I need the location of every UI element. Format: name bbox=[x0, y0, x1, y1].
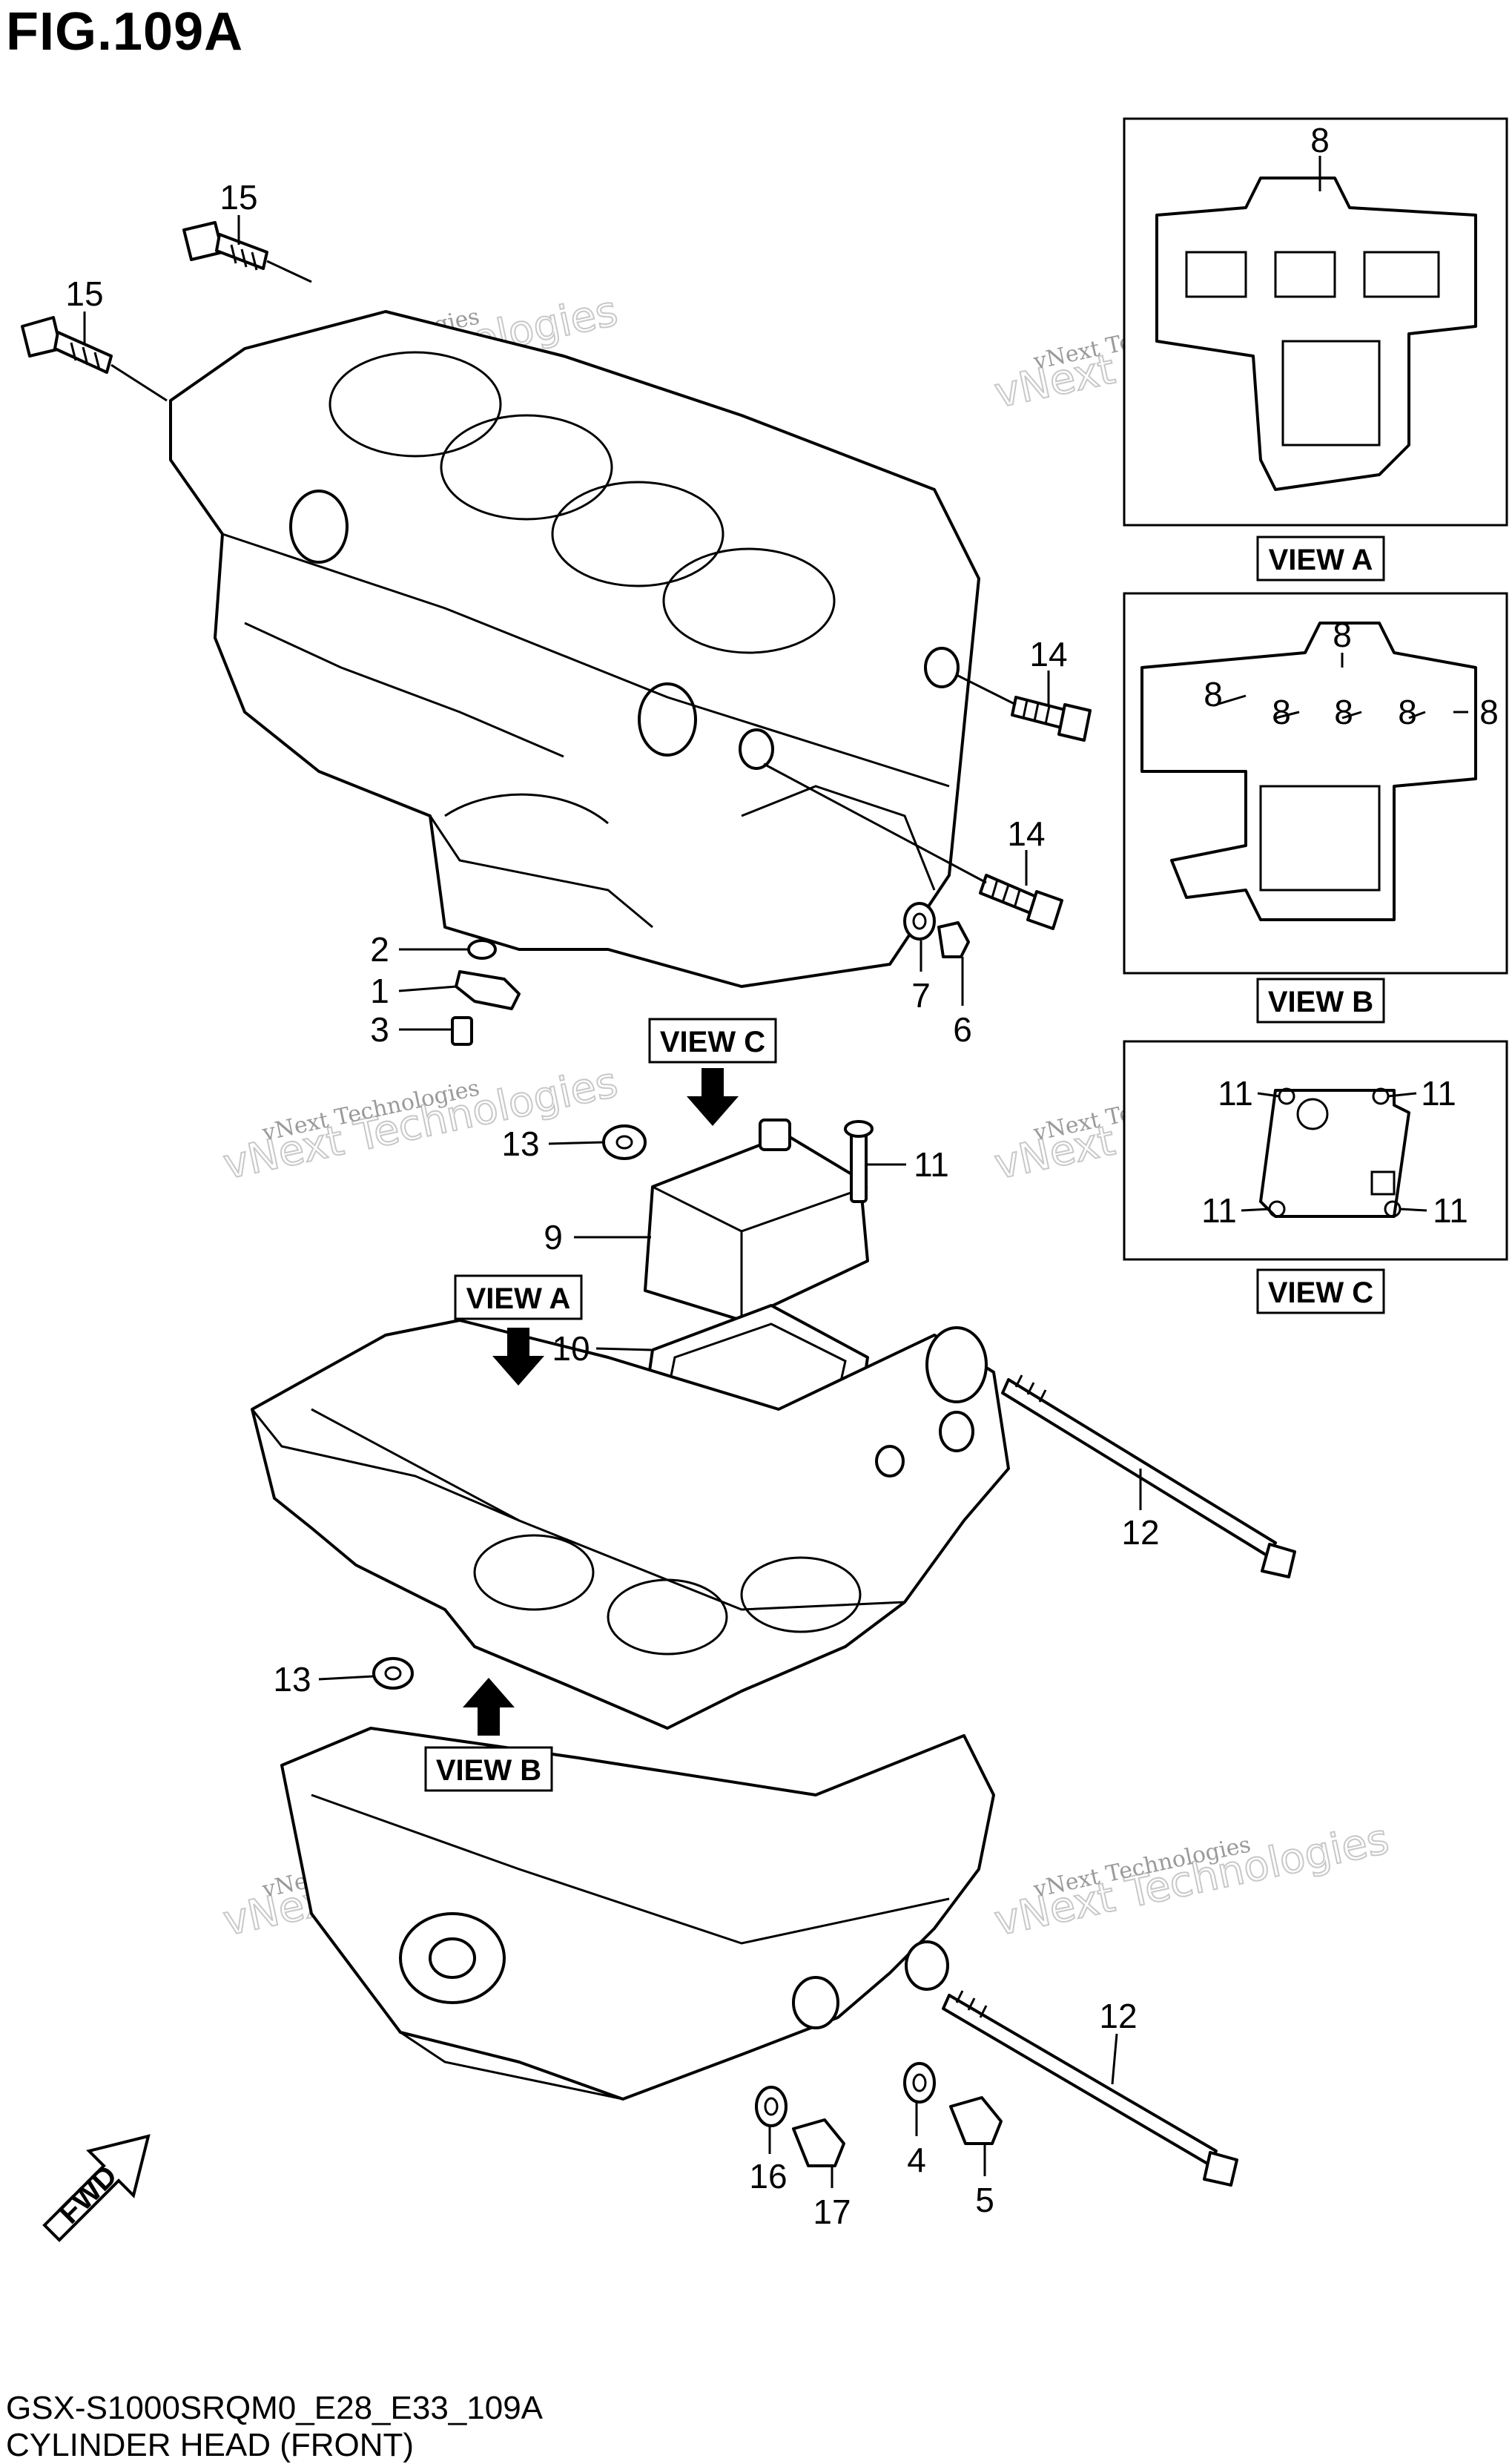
callout-8-view-b-4: 8 bbox=[1398, 693, 1417, 731]
part-6-plug bbox=[937, 921, 970, 958]
part-11-bolt bbox=[844, 1120, 874, 1203]
callout-group: 15 15 14 14 2 1 3 7 6 13 11 9 10 bbox=[65, 178, 1159, 2231]
inset-view-a: 8 VIEW A bbox=[1123, 117, 1508, 582]
callout-8-view-b-1: 8 bbox=[1204, 675, 1223, 714]
middle-crankcase-drawing bbox=[251, 1319, 1010, 1730]
upper-crankcase-drawing bbox=[169, 310, 980, 988]
callout-14-lower: 14 bbox=[1007, 814, 1045, 853]
callout-6: 6 bbox=[953, 1010, 972, 1049]
view-a-pointer: VIEW A bbox=[454, 1274, 583, 1386]
figure-caption: CYLINDER HEAD (FRONT) bbox=[6, 2427, 415, 2463]
view-c-pointer-label: VIEW C bbox=[660, 1026, 765, 1058]
callout-7: 7 bbox=[911, 976, 931, 1015]
part-12-long-bolt-lower bbox=[942, 1990, 1238, 2187]
callout-12-lower: 12 bbox=[1099, 1997, 1137, 2035]
view-a-pointer-label: VIEW A bbox=[466, 1282, 571, 1315]
part-2-cap bbox=[467, 939, 497, 960]
callout-8-view-b-5: 8 bbox=[1479, 693, 1499, 731]
part-5-plug bbox=[949, 2096, 1003, 2145]
callout-13-upper: 13 bbox=[501, 1124, 539, 1163]
part-13-nut-lower bbox=[372, 1657, 414, 1690]
callout-11: 11 bbox=[914, 1145, 949, 1184]
callout-9: 9 bbox=[544, 1218, 563, 1256]
callout-11-view-c-br: 11 bbox=[1433, 1191, 1468, 1230]
callout-16: 16 bbox=[749, 2157, 787, 2195]
view-c-label: VIEW C bbox=[1268, 1277, 1373, 1309]
callout-11-view-c-bl: 11 bbox=[1201, 1191, 1237, 1230]
figure-title: FIG.109A bbox=[6, 2, 244, 62]
view-b-pointer-label: VIEW B bbox=[436, 1754, 541, 1787]
bolt-15-lower bbox=[21, 316, 168, 402]
part-7-washer bbox=[903, 902, 936, 941]
callout-15-upper: 15 bbox=[219, 178, 257, 217]
part-13-nut-upper bbox=[602, 1124, 647, 1160]
callout-1: 1 bbox=[370, 972, 389, 1010]
callout-15-lower: 15 bbox=[65, 274, 103, 313]
part-12-long-bolt-upper bbox=[1001, 1374, 1296, 1578]
inset-view-c: 11 11 11 11 VIEW C bbox=[1123, 1040, 1508, 1314]
callout-12-upper: 12 bbox=[1121, 1513, 1159, 1552]
callout-17: 17 bbox=[813, 2193, 851, 2231]
callout-11-view-c-tr: 11 bbox=[1421, 1074, 1456, 1113]
part-4-washer bbox=[903, 2062, 936, 2104]
callout-3: 3 bbox=[370, 1010, 389, 1049]
bolt-14-lower bbox=[763, 762, 1063, 930]
inset-view-b: 8 8 8 8 8 8 VIEW B bbox=[1123, 592, 1508, 1024]
callout-2: 2 bbox=[370, 930, 389, 969]
callout-8-view-b-top: 8 bbox=[1333, 616, 1352, 654]
part-16-washer bbox=[755, 2086, 788, 2127]
bolt-14-upper bbox=[956, 673, 1092, 742]
callout-4: 4 bbox=[907, 2141, 926, 2179]
callout-11-view-c-tl: 11 bbox=[1218, 1074, 1253, 1113]
view-c-pointer: VIEW C bbox=[648, 1018, 777, 1126]
callout-8-view-b-3: 8 bbox=[1334, 693, 1353, 731]
part-1-clamp bbox=[455, 970, 521, 1010]
bolt-15-upper bbox=[182, 221, 312, 283]
part-9-cover bbox=[644, 1119, 869, 1322]
callout-13-lower: 13 bbox=[273, 1660, 311, 1699]
forward-direction-arrow: FWD bbox=[42, 2134, 151, 2242]
view-a-label: VIEW A bbox=[1269, 544, 1373, 576]
model-code: GSX-S1000SRQM0_E28_E33_109A bbox=[6, 2390, 544, 2426]
callout-5: 5 bbox=[975, 2181, 994, 2219]
callout-8-view-b-2: 8 bbox=[1272, 693, 1291, 731]
lower-crankcase-drawing bbox=[280, 1727, 995, 2101]
view-b-label: VIEW B bbox=[1268, 986, 1373, 1018]
part-3-screw bbox=[451, 1016, 473, 1046]
callout-8-view-a: 8 bbox=[1310, 121, 1330, 159]
callout-10: 10 bbox=[552, 1329, 590, 1368]
callout-14-upper: 14 bbox=[1029, 635, 1067, 673]
view-b-pointer: VIEW B bbox=[424, 1678, 553, 1792]
part-17-plug bbox=[792, 2118, 845, 2167]
